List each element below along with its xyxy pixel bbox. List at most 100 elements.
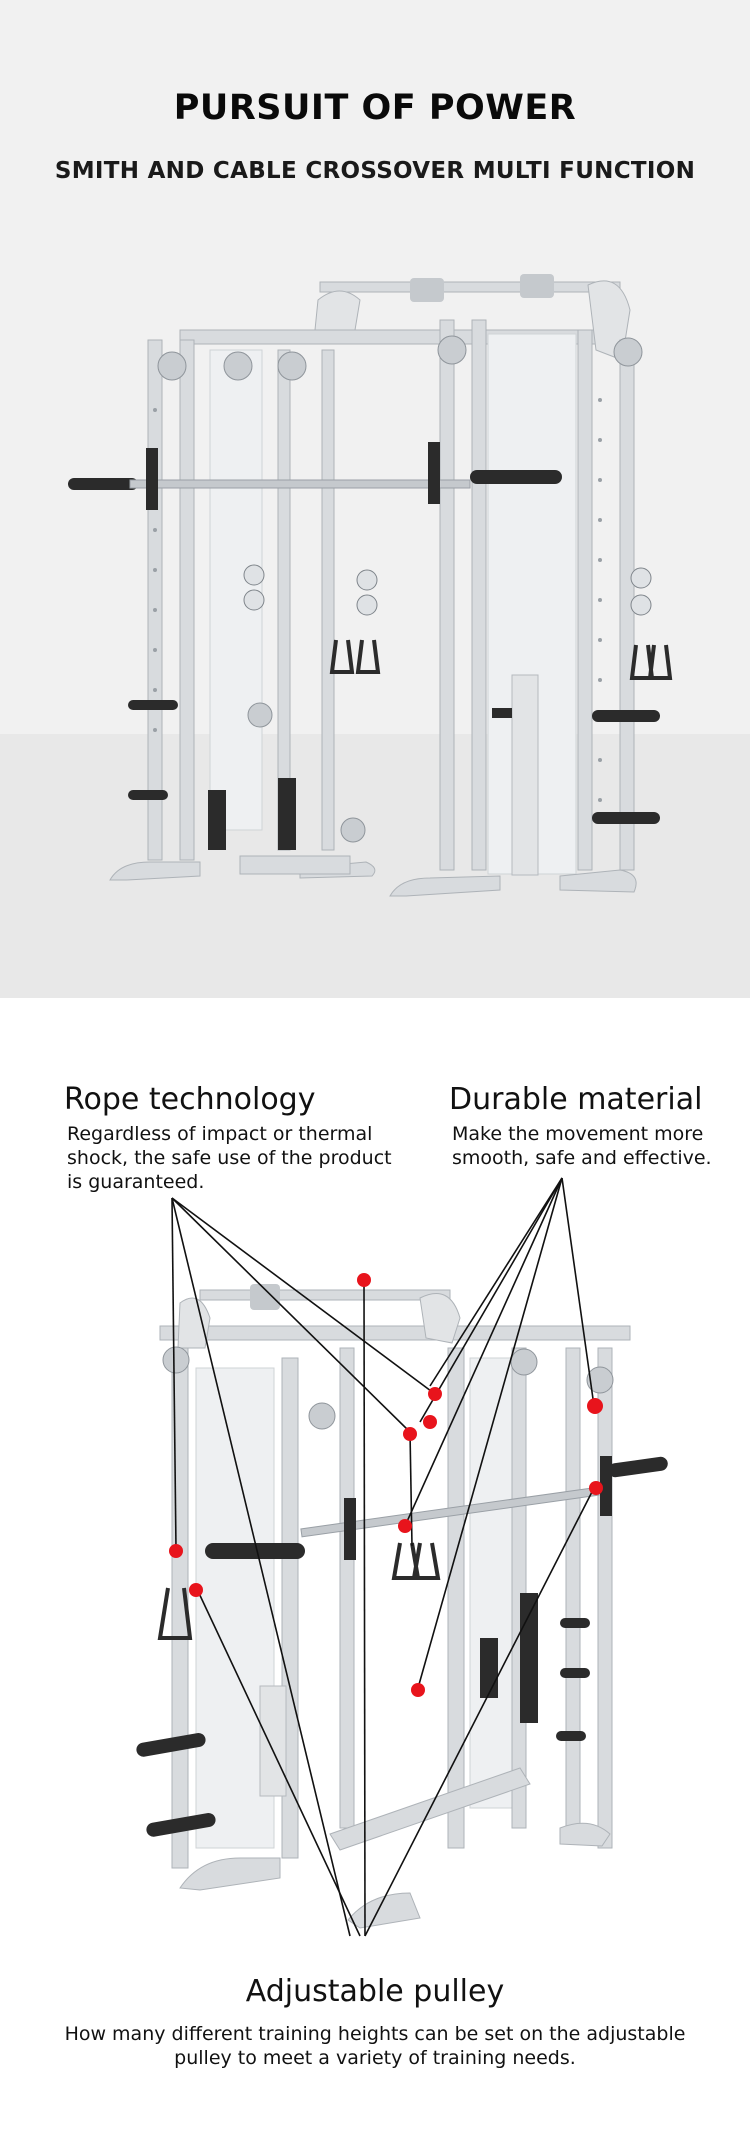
marker-dot <box>189 1583 203 1597</box>
base-plate <box>239 855 351 875</box>
left-upright <box>179 339 195 861</box>
base-foot <box>559 1822 611 1847</box>
hero-section: PURSUIT OF POWER SMITH AND CABLE CROSSOV… <box>0 0 750 998</box>
rear-crossbar <box>199 1289 451 1301</box>
marker-dot <box>587 1398 603 1414</box>
plate-horn <box>128 700 178 710</box>
right-upright <box>565 1347 581 1829</box>
bar-carriage-hook <box>600 1456 612 1516</box>
left-shroud-panel <box>209 349 263 831</box>
d-handle <box>411 1542 441 1580</box>
weight-stack <box>480 1638 498 1698</box>
smith-machine-front-image <box>68 274 673 897</box>
bar-carriage-hook <box>428 442 440 504</box>
right-upright <box>597 1347 613 1849</box>
marker-dot <box>423 1415 437 1429</box>
marker-dot <box>357 1273 371 1287</box>
pulley-wheel <box>586 1366 614 1394</box>
durable-material-title: Durable material <box>449 1082 703 1117</box>
features-section: Rope technology Regardless of impact or … <box>0 998 750 2144</box>
pulley-wheel <box>247 702 273 728</box>
cable-pulley <box>243 564 265 586</box>
cable-pulley <box>356 569 378 591</box>
marker-dot <box>398 1519 412 1533</box>
pulley-wheel <box>157 351 187 381</box>
plate-horn <box>128 790 168 800</box>
frame-arch <box>419 1293 461 1344</box>
smith-machine-callout-image <box>136 1177 668 1937</box>
marker-dot <box>589 1481 603 1495</box>
pulley-wheel <box>308 1402 336 1430</box>
rear-crossbar <box>319 281 621 293</box>
right-upright <box>511 1347 527 1829</box>
rope-technology-text: Regardless of impact or thermal shock, t… <box>67 1123 392 1193</box>
callout-markers <box>169 1273 603 1697</box>
top-pulley-bracket <box>250 1284 280 1310</box>
marker-dot <box>411 1683 425 1697</box>
plate-horn <box>560 1668 590 1678</box>
adjustable-pulley-text: How many different training heights can … <box>64 2023 686 2069</box>
cable-pulley <box>243 589 265 611</box>
base-foot <box>109 861 201 881</box>
rope-technology-title: Rope technology <box>64 1082 316 1117</box>
base-foot <box>559 869 637 893</box>
center-post <box>259 1685 287 1797</box>
bar-sleeve <box>205 1543 305 1559</box>
bar-sleeve <box>470 470 562 484</box>
pulley-wheel <box>162 1346 190 1374</box>
marker-dot <box>428 1387 442 1401</box>
weight-stack <box>278 778 296 850</box>
pulley-wheel <box>437 335 467 365</box>
left-upright <box>339 1347 355 1829</box>
top-pulley-bracket <box>520 274 554 298</box>
left-upright <box>321 349 335 851</box>
top-crossbar <box>159 1325 631 1341</box>
right-upright <box>471 319 487 871</box>
right-upright <box>439 319 455 871</box>
d-handle <box>647 644 673 680</box>
base-foot <box>389 875 501 897</box>
plate-horn <box>146 1812 216 1837</box>
durable-material-text: Make the movement more smooth, safe and … <box>452 1123 712 1169</box>
plate-horn <box>556 1731 586 1741</box>
cable-pulley <box>356 594 378 616</box>
left-upright <box>277 349 291 851</box>
bar-sleeve <box>608 1456 668 1478</box>
plate-horn <box>136 1732 206 1757</box>
cable-pulley <box>630 594 652 616</box>
right-upright <box>577 329 593 871</box>
plate-horn <box>492 708 512 718</box>
pulley-wheel <box>277 351 307 381</box>
right-adjust-holes <box>598 398 602 802</box>
plate-horn <box>560 1618 590 1628</box>
hero-subtitle: SMITH AND CABLE CROSSOVER MULTI FUNCTION <box>54 158 696 184</box>
d-handle <box>157 1587 193 1640</box>
plate-horn <box>592 710 660 722</box>
frame-arch <box>314 290 361 331</box>
callout-lines <box>171 1177 595 1937</box>
center-post <box>511 674 539 876</box>
top-pulley-bracket <box>410 278 444 302</box>
right-shroud-panel <box>469 1357 513 1809</box>
plate-horn <box>592 812 660 824</box>
weight-stack <box>520 1593 538 1723</box>
pulley-wheel <box>613 337 643 367</box>
d-handle <box>329 639 355 674</box>
bar-carriage-hook <box>344 1498 356 1560</box>
right-upright <box>447 1347 465 1849</box>
hero-title: PURSUIT OF POWER <box>173 88 577 128</box>
bar-sleeve <box>68 478 138 490</box>
smith-bar <box>129 479 471 489</box>
adjustable-pulley-title: Adjustable pulley <box>245 1974 505 2009</box>
pulley-wheel <box>340 817 366 843</box>
base-foot <box>179 1857 281 1891</box>
weight-stack <box>208 790 226 850</box>
cable-pulley <box>630 567 652 589</box>
pulley-wheel <box>223 351 253 381</box>
d-handle <box>355 639 381 674</box>
marker-dot <box>403 1427 417 1441</box>
pulley-wheel <box>510 1348 538 1376</box>
left-upright <box>147 339 163 861</box>
frame-arch <box>177 1297 211 1349</box>
bar-carriage-hook <box>146 448 158 510</box>
